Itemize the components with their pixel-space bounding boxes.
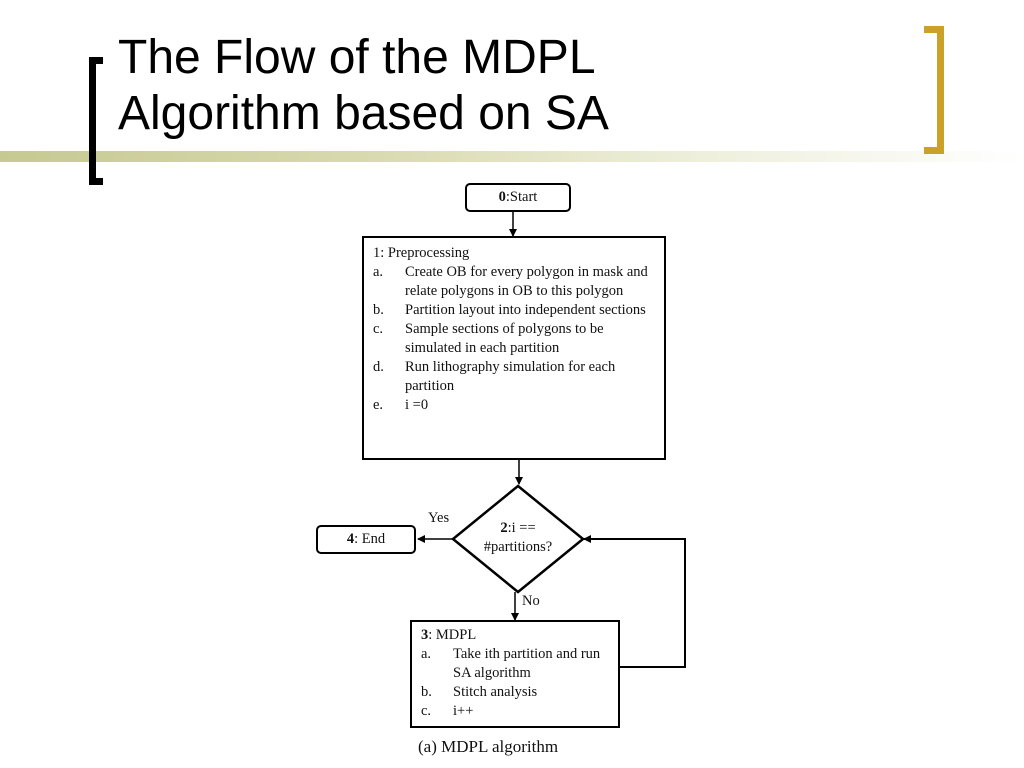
start-label: :Start	[505, 189, 538, 205]
item-text: i =0	[405, 397, 429, 413]
mdpl-item-b: b. Stitch analysis	[421, 683, 610, 702]
item-text: Create OB for every polygon in mask and …	[405, 264, 648, 299]
item-text: Sample sections of polygons to be simula…	[405, 321, 604, 356]
arrow-loop-back-to-decision	[583, 535, 686, 668]
decision-text: 2:i == #partitions?	[463, 519, 573, 557]
mdpl-item-a: a. Take ith partition and run SA algorit…	[421, 645, 610, 683]
end-node: 4: End	[316, 525, 416, 554]
slide-title-line-2: Algorithm based on SA	[118, 87, 609, 140]
title-underline-bar	[0, 151, 1024, 162]
right-bracket-decoration	[924, 26, 944, 154]
item-letter: b.	[421, 684, 432, 700]
item-text: Take ith partition and run SA algorithm	[453, 646, 601, 681]
figure-caption: (a) MDPL algorithm	[418, 737, 559, 756]
item-letter: d.	[373, 359, 384, 375]
decision-line-1: :i ==	[507, 520, 536, 536]
preprocessing-item-a: a. Create OB for every polygon in mask a…	[373, 263, 654, 301]
mdpl-step-number: 3	[421, 627, 429, 643]
preprocessing-box: 1: Preprocessing a. Create OB for every …	[362, 236, 666, 460]
start-node: 0:Start	[465, 183, 571, 212]
end-step-number: 4	[346, 531, 355, 547]
item-letter: b.	[373, 302, 384, 318]
end-label: : End	[354, 531, 386, 547]
preprocessing-item-c: c. Sample sections of polygons to be sim…	[373, 320, 654, 358]
item-letter: a.	[421, 646, 432, 662]
item-letter: a.	[373, 264, 384, 280]
preprocessing-item-e: e. i =0	[373, 396, 654, 415]
mdpl-item-c: c. i++	[421, 702, 610, 721]
item-text: Stitch analysis	[453, 684, 538, 700]
decision-step-number: 2	[500, 520, 508, 536]
preprocessing-step-number: 1	[373, 245, 381, 261]
item-letter: c.	[373, 321, 384, 337]
item-letter: e.	[373, 397, 384, 413]
decision-line-2: #partitions?	[483, 539, 553, 555]
item-letter: c.	[421, 703, 432, 719]
item-text: Partition layout into independent sectio…	[405, 302, 646, 318]
preprocessing-item-d: d. Run lithography simulation for each p…	[373, 358, 654, 396]
item-text: Run lithography simulation for each part…	[405, 359, 616, 394]
decision-diamond	[451, 484, 585, 594]
yes-label: Yes	[428, 510, 450, 526]
item-text: i++	[453, 703, 474, 719]
left-bracket-decoration	[89, 57, 103, 185]
preprocessing-label: : Preprocessing	[380, 245, 470, 261]
preprocessing-item-b: b. Partition layout into independent sec…	[373, 301, 654, 320]
preprocessing-title: 1: Preprocessing	[373, 244, 654, 263]
start-step-number: 0	[498, 189, 506, 205]
slide-title: The Flow of the MDPL Algorithm based on …	[118, 30, 609, 142]
mdpl-box: 3: MDPL a. Take ith partition and run SA…	[410, 620, 620, 728]
slide-title-line-1: The Flow of the MDPL	[118, 31, 596, 84]
no-label: No	[522, 593, 540, 609]
mdpl-label: : MDPL	[428, 627, 477, 643]
mdpl-title: 3: MDPL	[421, 626, 610, 645]
